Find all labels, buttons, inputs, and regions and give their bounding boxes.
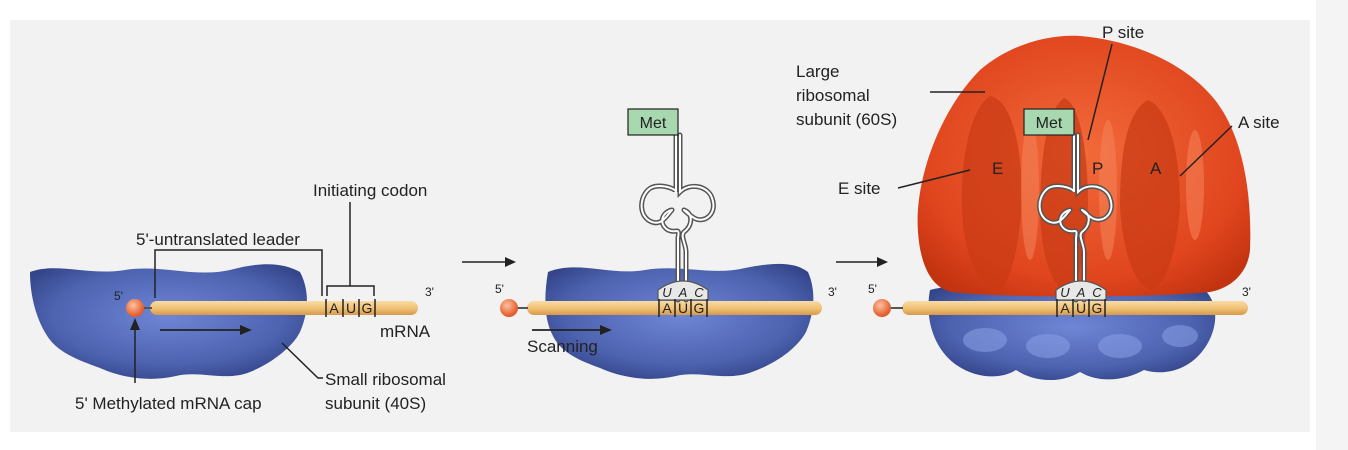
codon-1-base-3: G bbox=[362, 300, 373, 316]
label-3prime-1: 3' bbox=[425, 285, 434, 299]
side-strip bbox=[1316, 0, 1348, 450]
mrna-strand-1 bbox=[150, 301, 418, 315]
label-5prime-1: 5' bbox=[114, 289, 123, 303]
label-small-subunit-line1: Small ribosomal bbox=[325, 370, 446, 389]
cap-pointer-head bbox=[130, 318, 140, 330]
codon-3: A U G bbox=[1056, 299, 1106, 317]
anticodon-bubble-3 bbox=[1055, 280, 1107, 301]
met-box-2 bbox=[627, 108, 679, 136]
codon-2-base-2: U bbox=[678, 300, 688, 316]
met-box-3 bbox=[1023, 108, 1075, 136]
label-scanning: Scanning bbox=[527, 337, 598, 356]
anticodon-3-base-3: C bbox=[1092, 285, 1102, 300]
label-leader: 5'-untranslated leader bbox=[136, 230, 300, 249]
cap-3 bbox=[873, 299, 891, 317]
label-initiating-codon: Initiating codon bbox=[313, 181, 427, 200]
transition-arrowhead-2 bbox=[877, 257, 888, 267]
small-ribosomal-subunit-2 bbox=[545, 263, 814, 379]
small-subunit-3-highlights bbox=[963, 325, 1198, 358]
met-label-2: Met bbox=[640, 115, 667, 132]
initiating-codon-bracket bbox=[326, 285, 375, 296]
leader-bracket bbox=[154, 249, 323, 298]
codon-3-base-3: G bbox=[1092, 300, 1103, 316]
cap-1 bbox=[126, 299, 144, 317]
site-letter-a: A bbox=[1150, 159, 1162, 178]
anticodon-2-base-3: C bbox=[694, 285, 704, 300]
label-mrna: mRNA bbox=[380, 322, 431, 341]
label-3prime-3: 3' bbox=[1242, 285, 1251, 299]
codon-1-base-2: U bbox=[346, 300, 356, 316]
codon-1-base-1: A bbox=[329, 300, 339, 316]
label-large-subunit-line3: subunit (60S) bbox=[796, 110, 897, 129]
label-5prime-2: 5' bbox=[495, 282, 504, 296]
small-ribosomal-subunit-1 bbox=[30, 264, 307, 379]
anticodon-2-base-2: A bbox=[678, 285, 688, 300]
a-site-leader bbox=[1179, 125, 1233, 177]
transition-arrowhead-1 bbox=[505, 257, 516, 267]
mrna-strand-3 bbox=[902, 301, 1248, 315]
codon-2: A U G bbox=[658, 299, 708, 317]
codon-3-base-1: A bbox=[1060, 300, 1070, 316]
label-a-site: A site bbox=[1238, 113, 1280, 132]
p-site-leader bbox=[1087, 43, 1113, 141]
codon-3-base-2: U bbox=[1076, 300, 1086, 316]
site-letter-p: P bbox=[1092, 159, 1103, 178]
anticodon-bubble-2 bbox=[657, 280, 709, 301]
codon-2-base-3: G bbox=[694, 300, 705, 316]
scan-arrowhead-1 bbox=[240, 325, 252, 335]
label-3prime-2: 3' bbox=[828, 285, 837, 299]
codon-2-base-1: A bbox=[662, 300, 672, 316]
site-letter-e: E bbox=[992, 159, 1003, 178]
label-5prime-3: 5' bbox=[868, 282, 877, 296]
cap-2 bbox=[500, 299, 518, 317]
anticodon-2-base-1: U bbox=[662, 285, 672, 300]
anticodon-3-base-1: U bbox=[1060, 285, 1070, 300]
label-e-site: E site bbox=[838, 179, 881, 198]
label-large-subunit-line2: ribosomal bbox=[796, 86, 870, 105]
panel-2: Met U A C A U G 5' 3' Scanning bbox=[495, 108, 837, 379]
small-subunit-leader bbox=[281, 342, 323, 379]
scan-arrowhead-2 bbox=[600, 325, 612, 335]
label-p-site: P site bbox=[1102, 23, 1144, 42]
panel-3: Met U A C A U G E P A Large ribosomal su… bbox=[796, 23, 1280, 381]
codon-1: A U G bbox=[325, 299, 376, 317]
trna-2-inner bbox=[640, 134, 715, 301]
met-label-3: Met bbox=[1036, 115, 1063, 132]
anticodon-3-base-2: A bbox=[1076, 285, 1086, 300]
label-small-subunit-line2: subunit (40S) bbox=[325, 394, 426, 413]
trna-3-inner bbox=[1038, 134, 1113, 301]
label-large-subunit-line1: Large bbox=[796, 62, 839, 81]
panel-1: A U G Initiating codon 5'-untranslated l… bbox=[30, 181, 446, 413]
e-site-leader bbox=[897, 169, 971, 189]
label-cap: 5' Methylated mRNA cap bbox=[75, 394, 262, 413]
